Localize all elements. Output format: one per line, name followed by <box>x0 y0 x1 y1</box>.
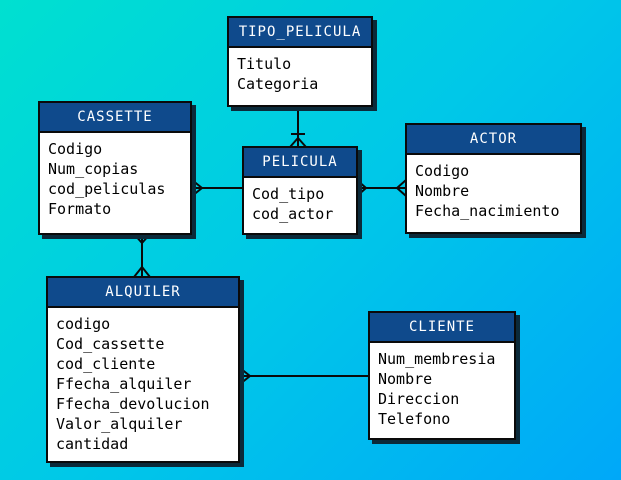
attribute: Cod_tipo <box>252 185 325 203</box>
attribute: codigo <box>56 315 111 333</box>
link-cassette-alquiler <box>133 233 151 278</box>
attribute: Ffecha_alquiler <box>56 375 192 393</box>
attribute: cod_peliculas <box>48 180 166 198</box>
attribute: cod_cliente <box>56 355 156 373</box>
attribute: Valor_alquiler <box>56 415 183 433</box>
attribute: Num_membresia <box>378 350 496 368</box>
link-tipo-pelicula <box>289 106 307 148</box>
attribute: cantidad <box>56 435 129 453</box>
attribute: Direccion <box>378 390 460 408</box>
attribute: Formato <box>48 200 112 218</box>
entity-header: TIPO_PELICULA <box>229 18 371 48</box>
link-cassette-pelicula <box>191 179 244 197</box>
attribute: Nombre <box>415 182 470 200</box>
attribute: cod_actor <box>252 205 334 223</box>
entity-header: PELICULA <box>244 148 356 178</box>
attribute: Ffecha_devolucion <box>56 395 210 413</box>
attribute: Categoria <box>237 75 319 93</box>
entity-alquiler[interactable]: ALQUILER codigo Cod_cassette cod_cliente… <box>46 276 240 463</box>
entity-header: CASSETTE <box>40 103 190 133</box>
entity-pelicula[interactable]: PELICULA Cod_tipo cod_actor <box>242 146 358 235</box>
attribute: Codigo <box>48 140 103 158</box>
attribute: Codigo <box>415 162 470 180</box>
entity-tipo-pelicula[interactable]: TIPO_PELICULA Titulo Categoria <box>227 16 373 107</box>
attribute: Titulo <box>237 55 292 73</box>
entity-header: ACTOR <box>407 125 580 155</box>
attribute: Cod_cassette <box>56 335 165 353</box>
entity-header: CLIENTE <box>370 313 514 343</box>
attribute: Num_copias <box>48 160 139 178</box>
link-alquiler-cliente <box>239 367 369 385</box>
attribute: Nombre <box>378 370 433 388</box>
link-pelicula-actor <box>356 179 407 197</box>
entity-cliente[interactable]: CLIENTE Num_membresia Nombre Direccion T… <box>368 311 516 440</box>
attribute: Telefono <box>378 410 451 428</box>
entity-header: ALQUILER <box>48 278 238 308</box>
entity-cassette[interactable]: CASSETTE Codigo Num_copias cod_peliculas… <box>38 101 192 235</box>
entity-actor[interactable]: ACTOR Codigo Nombre Fecha_nacimiento <box>405 123 582 234</box>
attribute: Fecha_nacimiento <box>415 202 560 220</box>
